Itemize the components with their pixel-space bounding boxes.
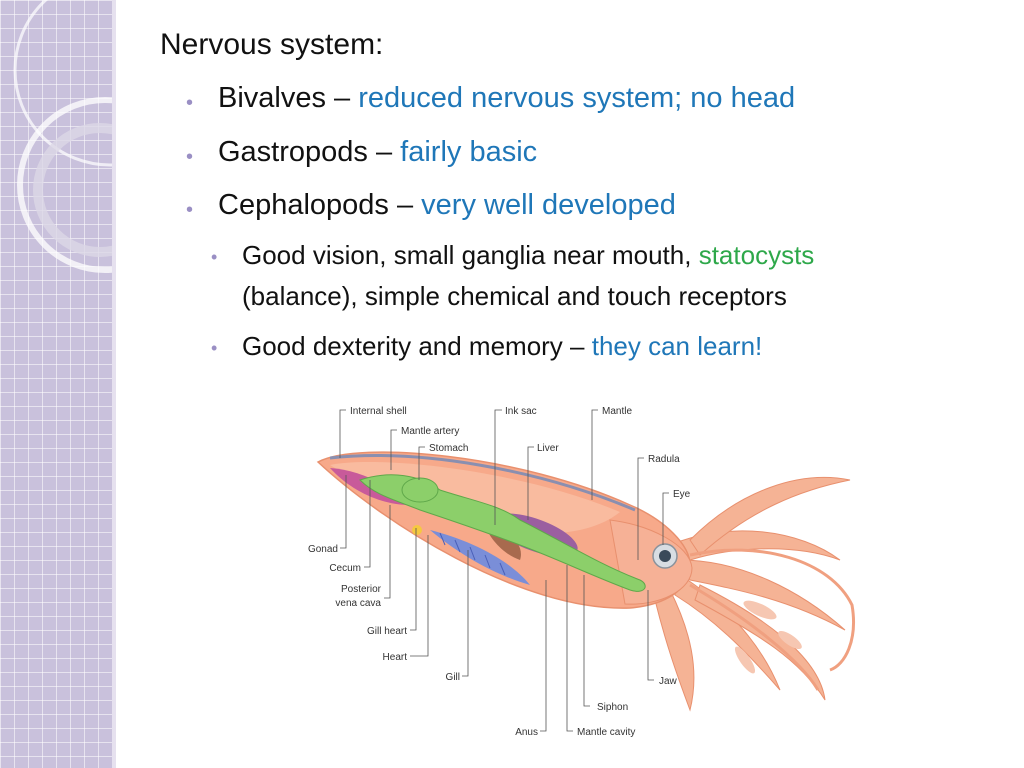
label-radula: Radula (648, 454, 680, 465)
label-gill-heart: Gill heart (367, 626, 407, 637)
gill (430, 530, 530, 585)
internal-shell (329, 454, 636, 512)
label-mantle-cavity: Mantle cavity (577, 727, 635, 738)
label-heart: Heart (383, 652, 408, 663)
bullet-separator: – (326, 82, 359, 114)
label-ink-sac: Ink sac (505, 406, 537, 417)
label-stomach: Stomach (429, 443, 468, 454)
eye-pupil (659, 550, 671, 562)
decorative-sidebar (0, 0, 112, 768)
label-internal-shell: Internal shell (350, 406, 407, 417)
bullet-gastropods: Gastropods – fairly basic (218, 136, 537, 169)
slide-heading: Nervous system: (160, 28, 384, 61)
slide-content: Nervous system: • Bivalves – reduced ner… (160, 28, 814, 362)
label-posterior: Posterior (341, 584, 382, 595)
gill-lines (439, 532, 506, 576)
bullet-icon: • (186, 199, 194, 221)
label-jaw: Jaw (659, 676, 678, 687)
label-liver: Liver (537, 443, 559, 454)
sub-bullet-highlight: statocysts (698, 240, 815, 270)
sidebar-edge (112, 0, 116, 768)
label-siphon: Siphon (597, 702, 628, 713)
label-mantle: Mantle (602, 406, 632, 417)
label-gill: Gill (446, 672, 460, 683)
label-gonad: Gonad (308, 544, 338, 555)
bullet-detail: reduced nervous system; no head (358, 82, 796, 114)
bullet-term: Gastropods (218, 136, 368, 168)
bullet-cephalopods: Cephalopods – very well developed (218, 189, 676, 222)
sub-bullet-vision-line2: (balance), simple chemical and touch rec… (242, 281, 787, 311)
bullet-detail: very well developed (421, 189, 676, 221)
label-eye: Eye (673, 489, 691, 500)
gill-heart (412, 525, 422, 535)
bullet-term: Bivalves (218, 82, 326, 114)
bullet-icon: • (186, 146, 194, 168)
bullet-separator: – (388, 189, 422, 221)
squid-arms (654, 477, 851, 712)
bullet-bivalves: Bivalves – reduced nervous system; no he… (218, 82, 795, 115)
label-leader-lines (339, 409, 669, 732)
sucker-pads (734, 600, 802, 674)
bullet-term: Cephalopods (218, 189, 389, 221)
label-vena-cava: vena cava (335, 598, 381, 609)
sub-bullet-text: Good vision, small ganglia near mouth, (242, 240, 699, 270)
digestive-tract (359, 474, 646, 592)
bullet-icon: • (186, 92, 194, 114)
bullet-detail: fairly basic (400, 136, 538, 168)
sub-bullet-dexterity: Good dexterity and memory – they can lea… (242, 331, 762, 362)
sub-bullet-highlight: they can learn! (591, 331, 763, 361)
squid-tentacles (689, 548, 855, 691)
label-cecum: Cecum (329, 563, 361, 574)
label-anus: Anus (515, 727, 538, 738)
sub-bullet-vision-line1: Good vision, small ganglia near mouth, s… (242, 240, 814, 271)
sidebar-rings-decoration (13, 0, 112, 273)
label-mantle-artery: Mantle artery (401, 426, 459, 437)
sub-bullet-text: Good dexterity and memory – (242, 331, 592, 361)
sub-bullet-icon: • (211, 247, 218, 267)
sub-bullet-icon: • (211, 338, 218, 358)
stomach (401, 477, 439, 503)
bullet-separator: – (367, 136, 401, 168)
squid-anatomy-diagram: Internal shell Mantle artery Stomach Ink… (308, 406, 855, 738)
